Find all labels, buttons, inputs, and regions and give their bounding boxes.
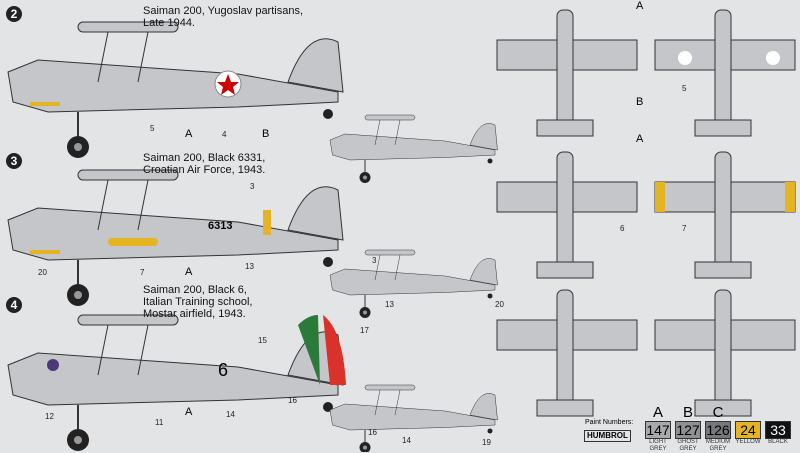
callout: 11 (155, 418, 164, 427)
callout: A (636, 133, 644, 145)
callout: 14 (226, 410, 235, 419)
small-profile-2 (329, 114, 498, 184)
profile-3 (7, 169, 344, 307)
small-profile-3 (329, 249, 498, 319)
tail-code: 6313 (208, 220, 233, 232)
callout: 6 (620, 224, 625, 233)
callout: B (262, 128, 270, 140)
scheme-number: 3 (6, 153, 22, 169)
scheme-caption: Saiman 200, Black 6331,Croatian Air Forc… (143, 152, 266, 176)
callout: 7 (140, 268, 145, 277)
callout: 3 (372, 256, 377, 265)
tail-code: 6 (218, 360, 229, 380)
bottom-view-2 (654, 9, 796, 137)
legend-title: Paint Numbers: (585, 419, 634, 426)
callout: 15 (258, 336, 267, 345)
scheme-caption: Saiman 200, Black 6,Italian Training sch… (143, 284, 253, 320)
callout: 3 (250, 182, 255, 191)
callout: A (185, 406, 193, 418)
callout: 14 (402, 436, 411, 445)
callout: 5 (150, 124, 155, 133)
callout: 12 (45, 412, 54, 421)
callout: 13 (245, 262, 254, 271)
callout: 13 (385, 300, 394, 309)
profile-4 (7, 314, 346, 452)
bottom-view-3 (654, 151, 796, 279)
scheme-number: 4 (6, 297, 22, 313)
callout: 4 (222, 130, 227, 139)
top-view-2 (496, 9, 638, 137)
callout: 5 (682, 84, 687, 93)
callout: A (185, 128, 193, 140)
callout: 16 (288, 396, 297, 405)
callout: 19 (482, 438, 491, 447)
top-view-4 (496, 289, 638, 417)
callout: 20 (38, 268, 47, 277)
callout: A (636, 0, 644, 12)
callout: 20 (495, 300, 504, 309)
callout: A (185, 266, 193, 278)
callout: 16 (368, 428, 377, 437)
scheme-number: 2 (6, 6, 22, 22)
callout: B (636, 96, 644, 108)
top-view-3 (496, 151, 638, 279)
callout: 7 (682, 224, 687, 233)
bottom-view-4 (654, 289, 796, 417)
callout: 17 (360, 326, 369, 335)
scheme-caption: Saiman 200, Yugoslav partisans,Late 1944… (143, 5, 304, 29)
profile-2 (7, 21, 344, 159)
legend-brand: HUMBROL (584, 430, 631, 442)
small-profile-4 (329, 384, 498, 452)
